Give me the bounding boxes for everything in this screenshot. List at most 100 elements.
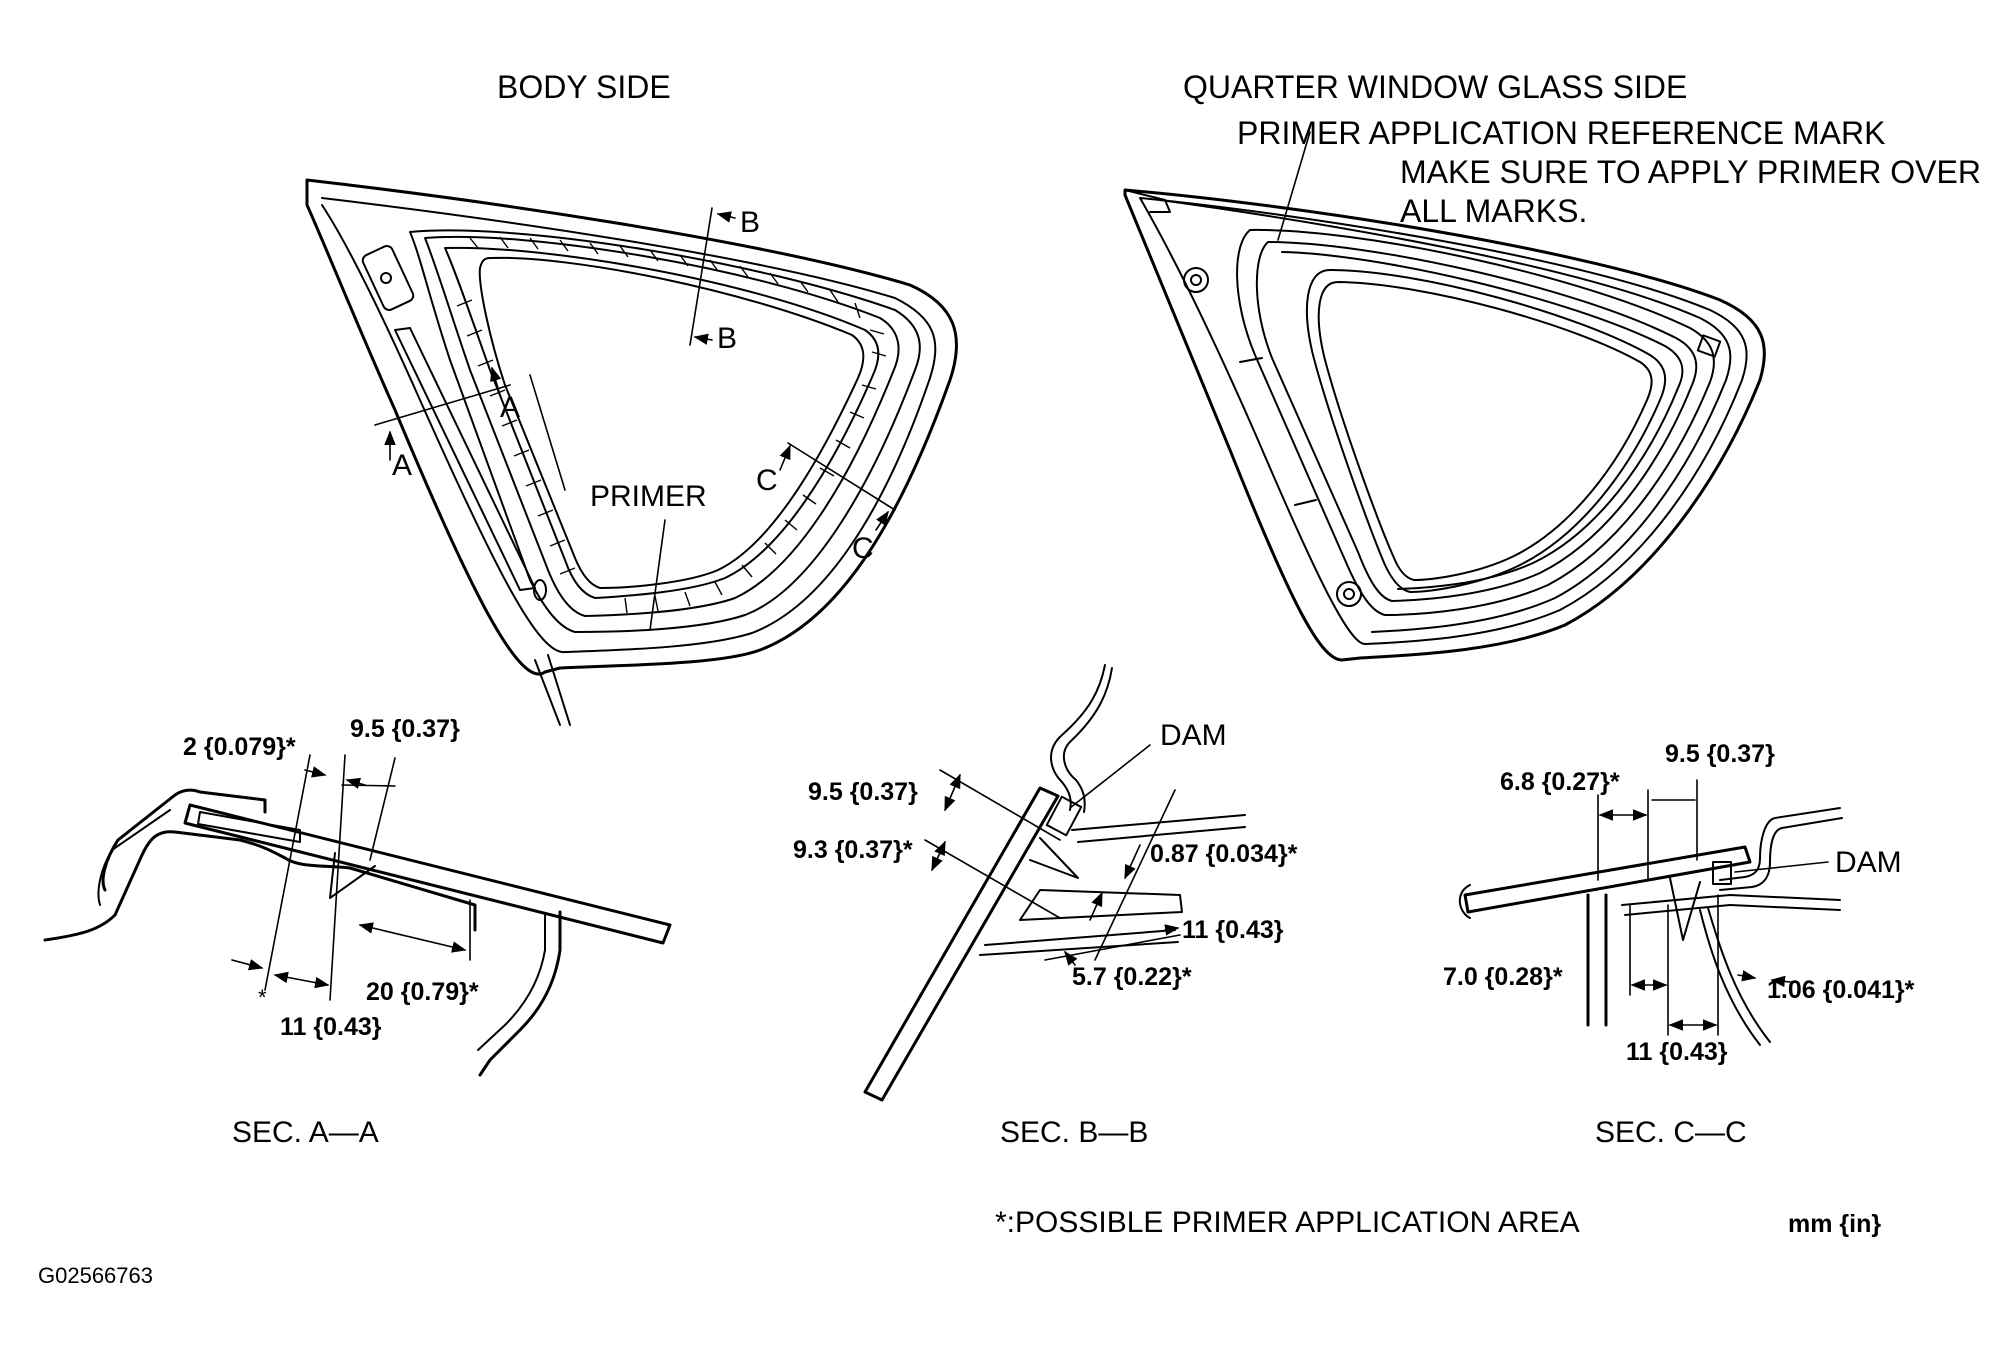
bb-title: SEC. B—B	[1000, 1116, 1148, 1149]
aa-dim-ext-2	[329, 754, 346, 1001]
bb-inner-panel	[979, 929, 1179, 956]
primer-reference-mark-1	[1239, 357, 1263, 363]
glass-side-view	[1123, 131, 1766, 662]
cc-glass-end	[1458, 884, 1471, 919]
primer-reference-mark-square	[1696, 334, 1722, 358]
body-outer-frame	[305, 178, 958, 676]
label-cut-c-2: C	[852, 532, 874, 565]
bb-dim-label-0-87: 0.87 {0.034}*	[1150, 840, 1298, 868]
glass-opening-inner	[1317, 281, 1653, 581]
section-cc	[1458, 779, 1843, 1046]
ref-mark-leader	[1277, 131, 1311, 241]
glass-dam-band-3	[1281, 251, 1684, 590]
bb-dim-ext-3	[1094, 789, 1176, 961]
cc-flange-upper	[1719, 807, 1841, 881]
cc-inner-curve	[1699, 907, 1771, 1046]
cut-b-arrow-1	[716, 211, 736, 223]
primer-reference-mark-2	[1294, 499, 1317, 506]
aa-dim-ext-1	[264, 754, 311, 991]
cc-dim-label-7-0: 7.0 {0.28}*	[1443, 963, 1563, 991]
cut-c-arrow-1	[779, 444, 791, 471]
body-side-view	[305, 178, 958, 726]
cc-dam-leader	[1734, 861, 1829, 873]
primer-band-outer	[424, 235, 900, 617]
glass-outer-edge	[1123, 188, 1766, 662]
bb-dim-95	[944, 773, 961, 812]
label-cut-a-2: A	[500, 391, 520, 424]
footer-units: mm {in}	[1788, 1210, 1881, 1238]
bb-dim-11-arrow	[1164, 924, 1180, 936]
heading-ref-mark: PRIMER APPLICATION REFERENCE MARK	[1237, 115, 1885, 151]
bb-trim	[1071, 814, 1246, 843]
bb-flange-upper-2	[1062, 667, 1113, 813]
bb-dim-label-5-7: 5.7 {0.22}*	[1072, 963, 1192, 991]
bb-dim-label-11: 11 {0.43}	[1182, 916, 1284, 944]
cut-line-c	[787, 442, 896, 511]
bb-flange-upper	[1050, 664, 1106, 811]
label-primer: PRIMER	[590, 480, 707, 513]
bb-trim-lower	[1019, 889, 1183, 921]
aa-body-panel-inner	[101, 788, 267, 892]
body-outer-frame-inner	[321, 197, 937, 654]
aa-dim-label-20: 20 {0.79}*	[366, 978, 479, 1006]
body-flange	[409, 229, 921, 633]
primer-leader-1	[529, 374, 566, 491]
label-cut-b-2: B	[717, 322, 737, 355]
aa-dim-label-11: 11 {0.43}	[280, 1013, 382, 1041]
cc-vertical-post	[1586, 893, 1608, 1027]
aa-interior-panel	[478, 910, 562, 1077]
bb-dam	[1045, 795, 1083, 837]
aa-star: *	[258, 985, 267, 1010]
cc-dim-106-a	[1737, 970, 1757, 982]
bb-glass	[863, 786, 1060, 1102]
primer-band-inner	[444, 246, 880, 599]
glass-fastener-upper-center	[1190, 274, 1202, 286]
section-bb	[863, 664, 1246, 1102]
primer-leader-2	[649, 519, 666, 631]
primer-hatching	[456, 236, 887, 614]
glass-edge-2	[1139, 197, 1748, 645]
aa-glass	[183, 803, 672, 945]
cc-trim	[1621, 894, 1841, 916]
aa-dim-arrow-2mm-a	[304, 766, 327, 778]
label-cut-b-1: B	[740, 206, 760, 239]
label-cut-c-1: C	[756, 464, 778, 497]
section-aa	[43, 754, 672, 1077]
glass-opening-outer	[1305, 269, 1667, 593]
heading-body-side: BODY SIDE	[497, 69, 671, 105]
aa-title: SEC. A—A	[232, 1116, 379, 1149]
label-cut-a-1: A	[392, 449, 412, 482]
glass-fastener-upper	[1183, 267, 1209, 293]
bb-dim-ext-2	[924, 839, 1061, 919]
cc-bead	[1669, 877, 1701, 941]
figure-id: G02566763	[38, 1263, 153, 1288]
bb-dam-leader	[1069, 744, 1151, 809]
aa-dim-20	[358, 922, 467, 953]
bb-dim-label-9-5: 9.5 {0.37}	[808, 778, 918, 806]
cc-dam	[1712, 861, 1732, 885]
glass-edge-3	[1159, 199, 1732, 633]
pillar-tail	[534, 654, 571, 726]
cc-glass	[1463, 845, 1752, 914]
cc-flange-upper-2	[1719, 817, 1843, 891]
pillar-trim	[394, 327, 536, 591]
aa-body-panel	[43, 830, 477, 942]
bb-dim-57-arrow	[1064, 950, 1078, 966]
footer-primer-note: *:POSSIBLE PRIMER APPLICATION AREA	[995, 1206, 1580, 1239]
aa-dim-95	[341, 784, 396, 787]
aa-bead	[329, 852, 376, 899]
body-window-opening	[478, 256, 865, 589]
cc-dim-label-1-06: 1.06 {0.041}*	[1767, 976, 1915, 1004]
cut-b-arrow-2	[693, 333, 713, 345]
pillar-lower-hole	[533, 579, 547, 601]
heading-glass-side: QUARTER WINDOW GLASS SIDE	[1183, 69, 1687, 105]
cut-line-b	[689, 207, 713, 346]
glass-fastener-lower-center	[1343, 588, 1355, 600]
bb-dim-087-b	[1089, 891, 1103, 921]
bb-dim-087-a	[1124, 844, 1141, 880]
aa-interior-panel-2	[477, 914, 546, 1051]
cut-c-arrow-2	[875, 510, 889, 531]
bb-label-dam: DAM	[1160, 719, 1227, 752]
